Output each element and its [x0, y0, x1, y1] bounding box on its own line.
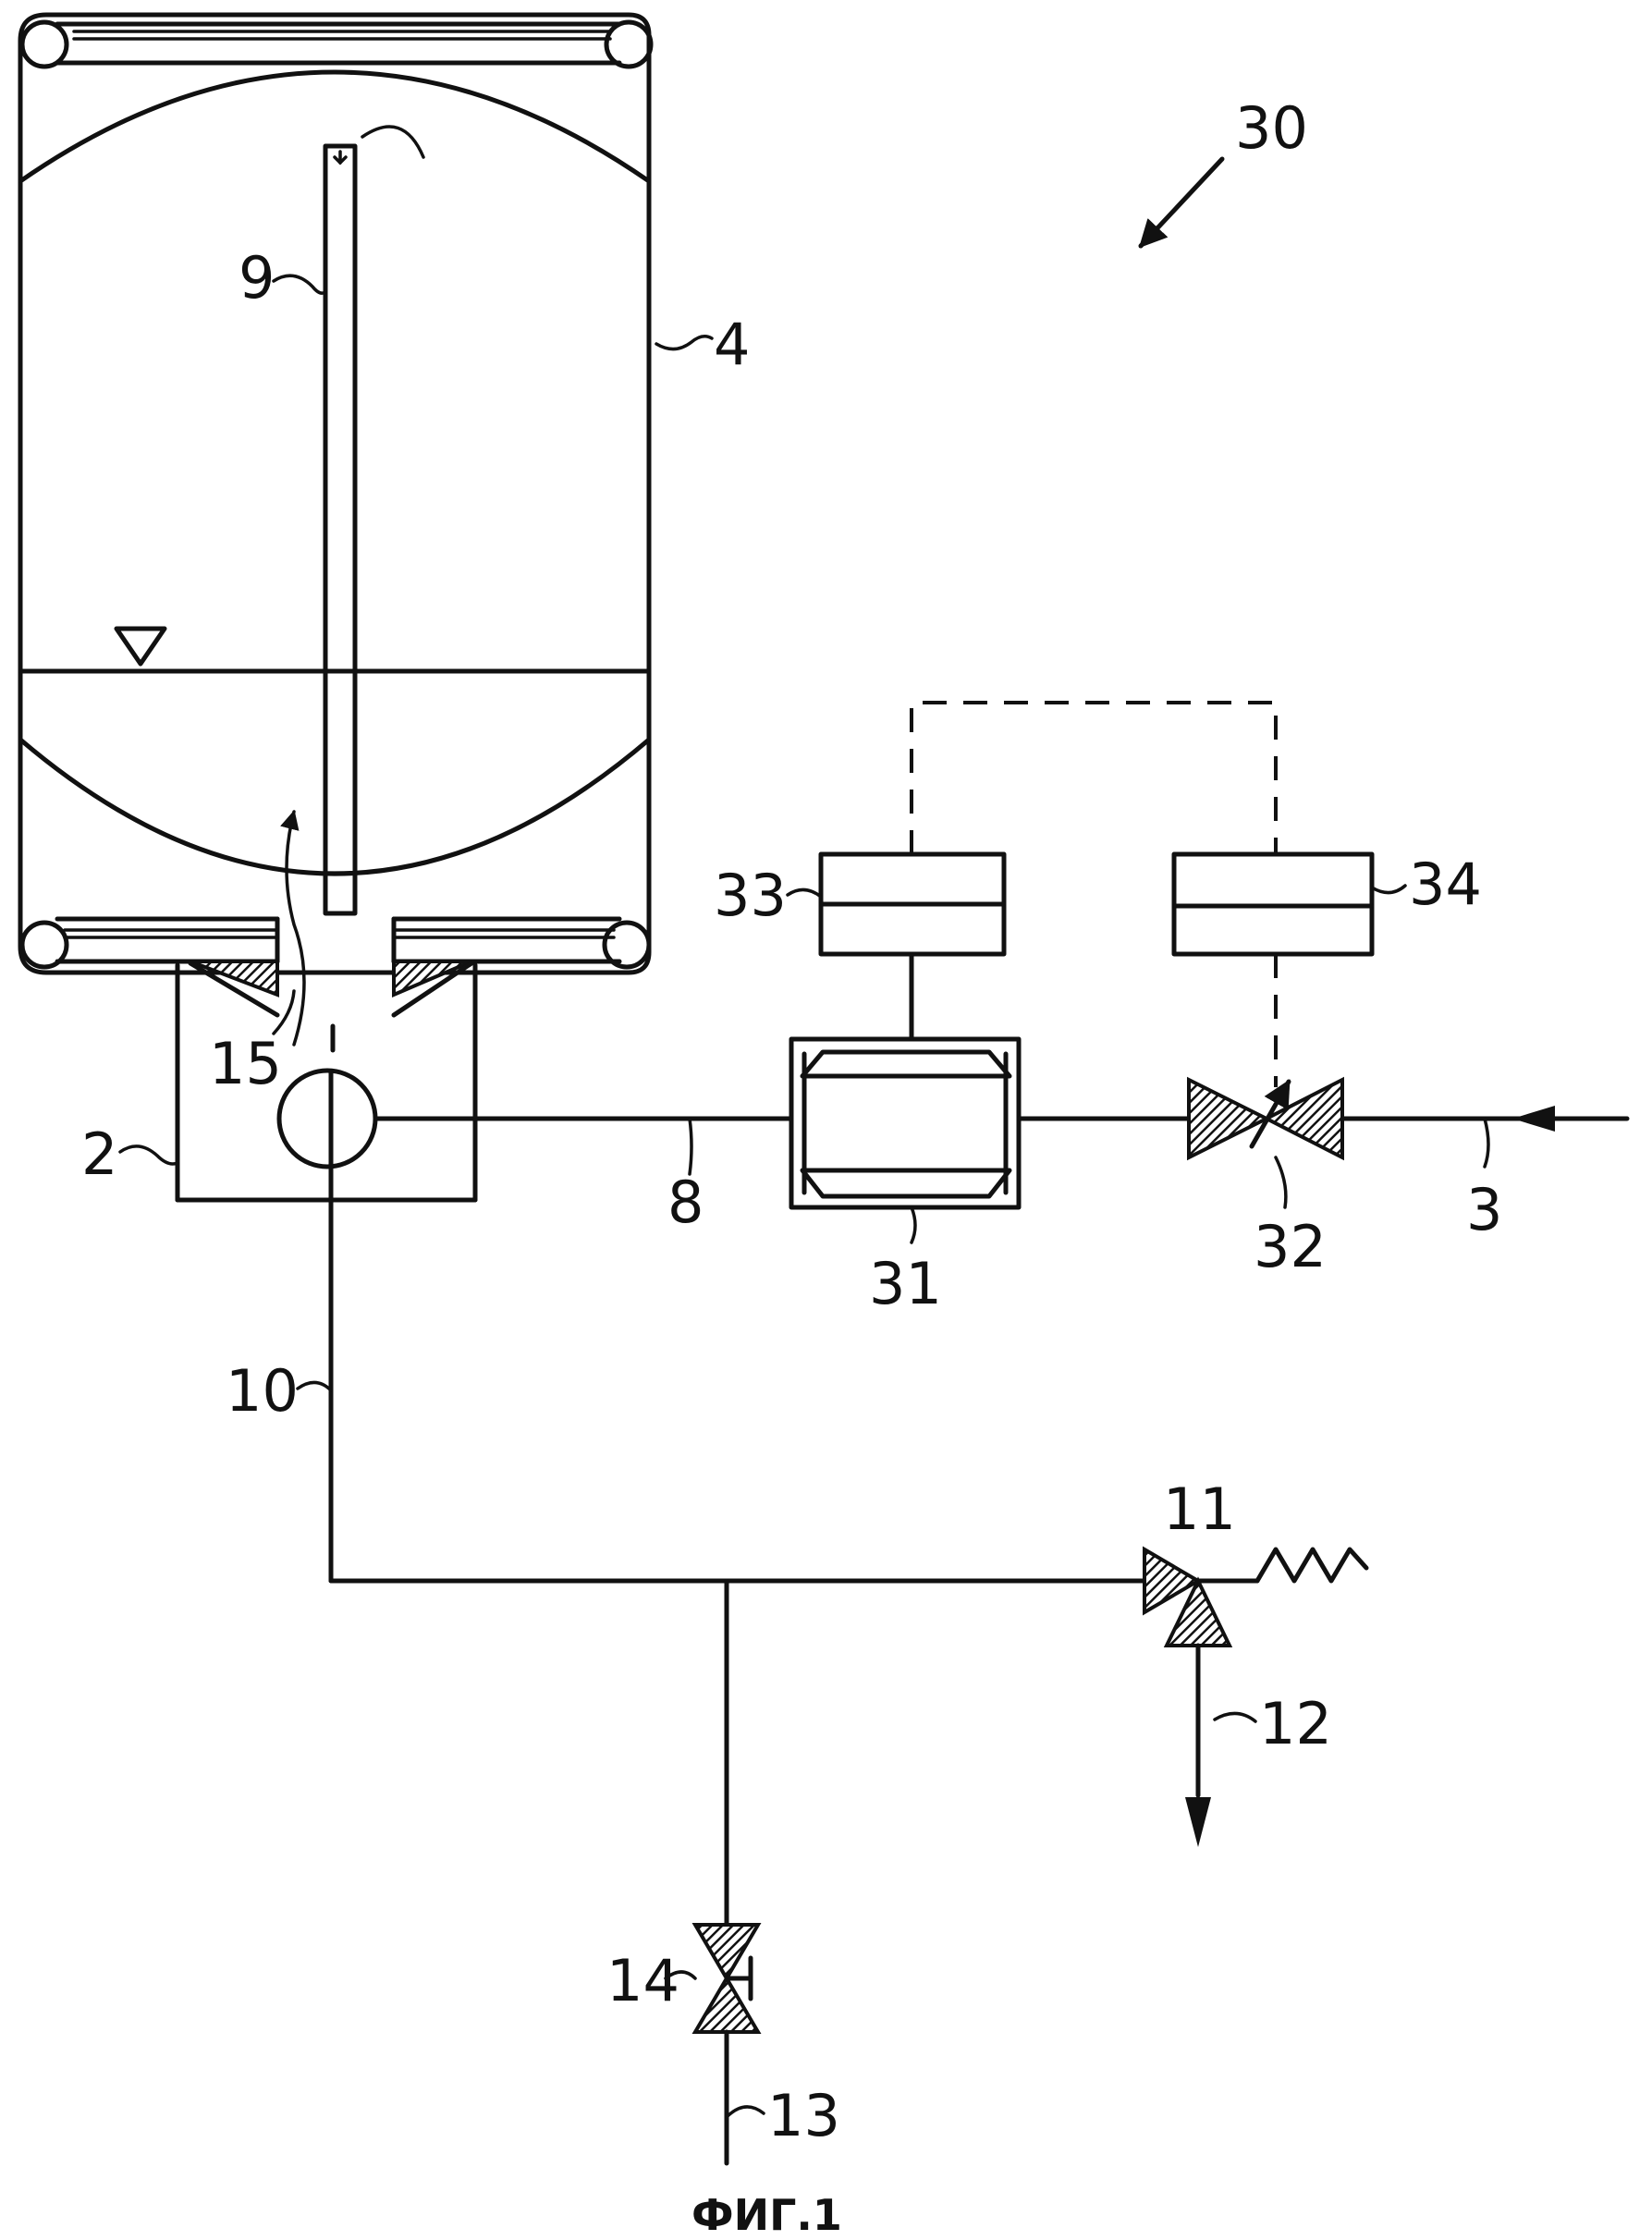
- system-30-pointer: [1141, 159, 1222, 246]
- spring-icon: [1257, 1549, 1366, 1581]
- tank-bottom-rail: [22, 919, 649, 967]
- dip-tube: [325, 127, 423, 913]
- label-2: 2: [81, 1120, 117, 1188]
- label-15: 15: [209, 1030, 282, 1097]
- unit-31: [791, 1039, 1019, 1207]
- controller-34: [1174, 854, 1372, 954]
- label-10: 10: [226, 1357, 299, 1425]
- relief-valve-11: [1144, 1549, 1366, 1646]
- tank: [20, 15, 651, 1045]
- liquid-level-marker-icon: [116, 629, 165, 664]
- control-valve-32: [1189, 1080, 1342, 1157]
- signal-line-33-34: [912, 703, 1276, 854]
- tank-top-rail: [22, 22, 651, 67]
- label-32: 32: [1254, 1213, 1327, 1280]
- label-12: 12: [1259, 1690, 1332, 1757]
- outlet-arrow-icon: [1185, 1797, 1211, 1847]
- inlet-arrow-icon: [1512, 1106, 1555, 1132]
- label-8: 8: [667, 1169, 704, 1236]
- label-11: 11: [1163, 1475, 1236, 1543]
- pump-circle: [279, 1071, 375, 1167]
- drain-valve-14: [695, 1925, 758, 2032]
- label-3: 3: [1466, 1176, 1502, 1243]
- label-33: 33: [714, 862, 787, 929]
- label-34: 34: [1409, 851, 1482, 918]
- label-4: 4: [714, 311, 750, 378]
- tank-lower-dome: [20, 740, 649, 874]
- controller-33: [821, 854, 1004, 954]
- label-9: 9: [239, 244, 275, 312]
- tank-upper-dome: [20, 72, 649, 181]
- figure-caption: ФИГ.1: [691, 2190, 842, 2240]
- label-30: 30: [1235, 94, 1308, 162]
- label-14: 14: [606, 1947, 679, 2014]
- vent-arc-icon: [362, 127, 423, 157]
- label-31: 31: [869, 1250, 942, 1317]
- label-13: 13: [767, 2082, 840, 2149]
